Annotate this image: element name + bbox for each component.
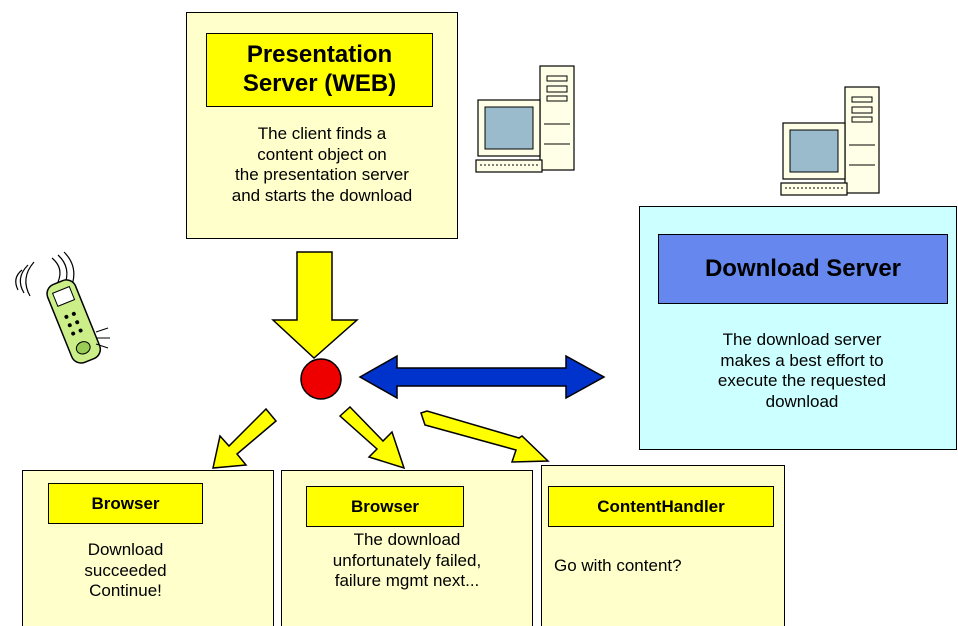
outcome-title-browser-failure: Browser [306,486,464,527]
arrow-to-contenthandler [420,410,550,463]
computer-icon [475,65,575,173]
bidirectional-arrow [358,354,606,400]
download-server-description: The download server makes a best effort … [717,330,887,412]
computer-icon [780,86,880,196]
down-arrow [271,251,359,360]
presentation-server-title: Presentation Server (WEB) [206,33,433,107]
arrow-to-browser-success [212,407,278,469]
presentation-server-description: The client finds a content object on the… [231,124,413,206]
decision-node [300,358,342,400]
outcome-description-browser-failure: The download unfortunately failed, failu… [332,530,482,591]
outcome-title-contenthandler: ContentHandler [548,486,774,527]
arrow-to-browser-failure [338,405,406,470]
outcome-description-contenthandler: Go with content? [554,556,682,575]
mobile-phone-icon [15,251,110,364]
outcome-description-browser-success: Download succeeded Continue! [84,540,167,601]
outcome-title-browser-success: Browser [48,483,203,524]
download-server-title: Download Server [658,234,948,304]
